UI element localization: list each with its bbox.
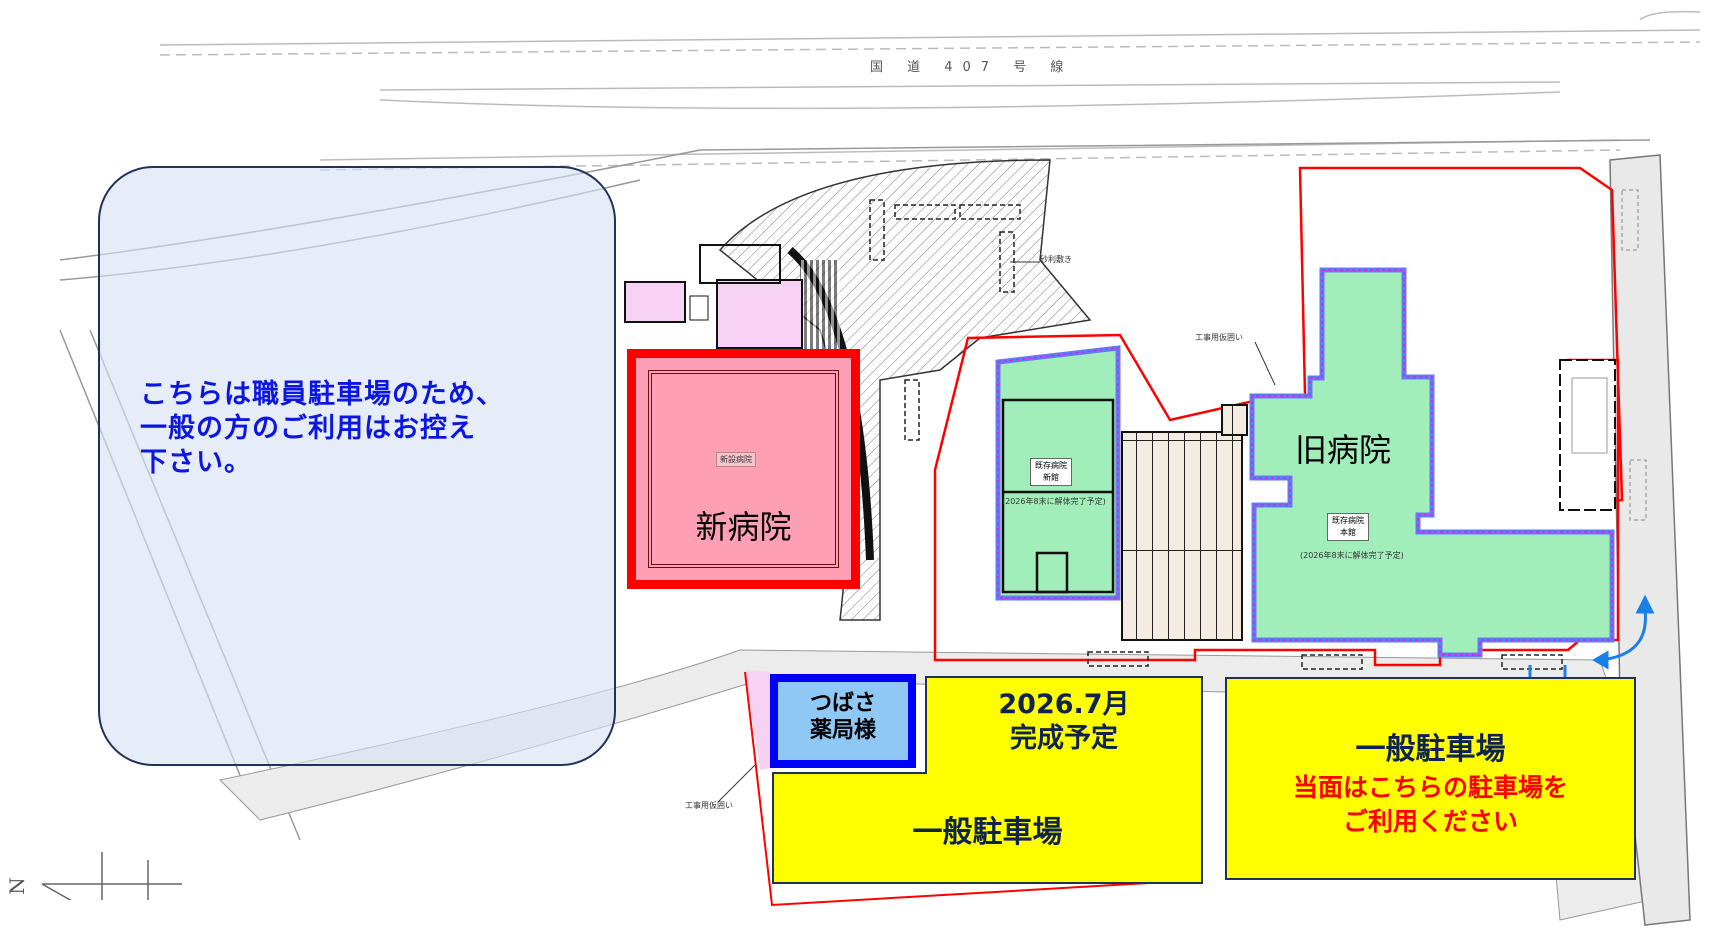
new-hospital-outline xyxy=(648,370,839,568)
old-hospital-tag-line2: 本館 xyxy=(1340,528,1356,537)
annex-demolition-note: (2026年8末に解体完了予定) xyxy=(1002,497,1106,506)
pharmacy-suffix: 薬局様 xyxy=(809,718,876,743)
gravel-label: 砂利敷き xyxy=(1040,255,1072,264)
staff-parking-notice: こちらは職員駐車場のため、 一般の方のご利用はお控え 下さい。 xyxy=(140,378,620,480)
compass-icon xyxy=(41,852,182,919)
new-hospital-building: 新設病院 新病院 xyxy=(627,349,860,589)
future-parking-label: 一般駐車場 xyxy=(912,815,1063,850)
notice-line1: 当面はこちらの駐車場を xyxy=(1292,773,1568,802)
completion-label: 完成予定 xyxy=(1010,723,1118,754)
staff-notice-line: 下さい。 xyxy=(140,447,252,478)
construction-fence-label: 工事用仮囲い xyxy=(685,801,733,810)
compass-n-label: N xyxy=(4,877,29,895)
pharmacy-name: つばさ xyxy=(809,691,876,716)
old-hospital-tag-line1: 既存病院 xyxy=(1332,516,1364,525)
future-parking-edge xyxy=(772,772,927,774)
future-parking-top: 2026.7月 完成予定 xyxy=(925,676,1203,776)
old-hospital-demolition-note: (2026年8末に解体完了予定) xyxy=(1300,551,1404,560)
current-parking-label: 一般駐車場 xyxy=(1355,732,1506,767)
national-road-label: 国 道 407 号 線 xyxy=(870,60,1074,75)
north-arrow: N xyxy=(0,800,200,919)
staff-notice-line: 一般の方のご利用はお控え xyxy=(140,413,476,444)
notice-line2: ご利用ください xyxy=(1342,807,1518,836)
annex-tag-line1: 既存病院 xyxy=(1035,461,1067,470)
pharmacy-tsubasa: つばさ 薬局様 xyxy=(770,674,916,768)
grid-structure xyxy=(1121,431,1243,641)
new-hospital-tag: 新設病院 xyxy=(716,452,756,467)
current-parking-notice: 当面はこちらの駐車場を ご利用ください xyxy=(1227,771,1634,839)
new-hospital-label: 新病院 xyxy=(695,508,792,546)
old-hospital-tag: 既存病院 本館 xyxy=(1327,513,1369,541)
future-parking-bottom: 一般駐車場 xyxy=(772,772,1203,884)
construction-fence-label: 工事用仮囲い xyxy=(1195,333,1243,342)
old-hospital-label: 旧病院 xyxy=(1295,431,1392,469)
national-road-lines xyxy=(159,10,1701,171)
staff-notice-line: こちらは職員駐車場のため、 xyxy=(140,379,504,410)
staff-parking-overlay xyxy=(98,166,616,766)
current-general-parking: 一般駐車場 当面はこちらの駐車場を ご利用ください xyxy=(1225,677,1636,880)
completion-date: 2026.7月 xyxy=(998,689,1130,720)
annex-tag: 既存病院 新館 xyxy=(1030,458,1072,486)
annex-tag-line2: 新館 xyxy=(1043,473,1059,482)
